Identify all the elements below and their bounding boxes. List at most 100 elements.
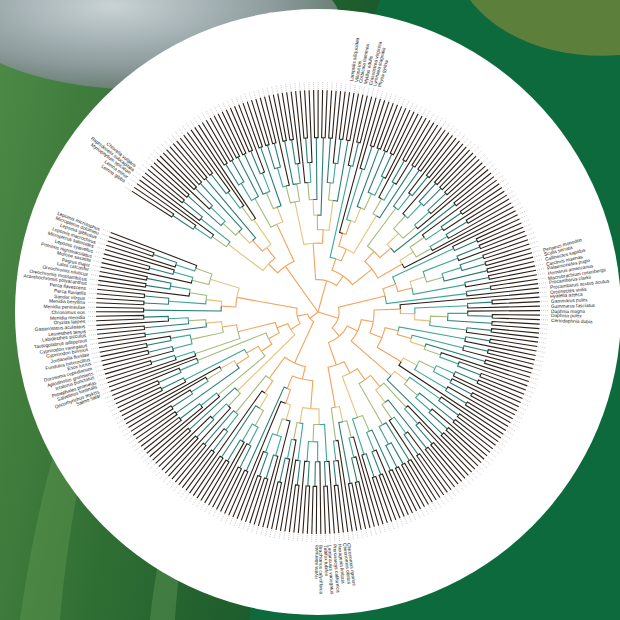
tree-branch [217, 467, 240, 509]
leader-dots [247, 524, 249, 532]
tree-branch [295, 184, 300, 202]
leader-dots [334, 534, 336, 542]
tree-branch [317, 215, 323, 230]
leader-dots [528, 386, 536, 389]
tree-branch [108, 241, 154, 256]
leader-dots [244, 93, 247, 101]
leader-dots [190, 120, 194, 127]
tree-branch [430, 321, 467, 330]
leader-dots [427, 110, 431, 117]
leader-dots [93, 361, 101, 363]
tree-branch [188, 320, 206, 324]
leader-dots [459, 485, 464, 491]
leader-dots [160, 143, 165, 149]
tree-branch [286, 403, 291, 420]
tree-branch [443, 271, 487, 282]
leader-dots [530, 382, 538, 385]
leader-dots [470, 143, 475, 149]
tree-branch [431, 207, 513, 251]
tree-branch [446, 389, 467, 404]
leader-dots [238, 521, 241, 529]
tree-branch [206, 322, 222, 327]
tree-branch [492, 323, 540, 328]
tree-branch [425, 277, 443, 282]
tree-branch [369, 430, 390, 470]
tree-branch [402, 211, 515, 268]
tree-branch [197, 333, 268, 361]
leader-dots [526, 228, 533, 231]
tree-branch [391, 371, 407, 381]
tree-branch [485, 248, 531, 263]
leader-dots [343, 534, 345, 542]
tree-branch [173, 339, 192, 348]
leader-dots [494, 449, 500, 454]
leader-dots [156, 471, 162, 477]
leader-dots [243, 523, 246, 531]
tree-branch [266, 455, 275, 478]
leader-dots [304, 81, 305, 89]
tree-branch [262, 173, 269, 193]
leader-dots [410, 102, 413, 109]
leader-dots [527, 390, 534, 393]
tree-branch [323, 90, 327, 138]
tree-branch [492, 316, 540, 319]
tree-branch [265, 97, 276, 144]
tree-branch [410, 339, 425, 347]
tree-branch [298, 423, 303, 460]
tree-branch [277, 224, 294, 266]
leader-dots [225, 516, 228, 523]
tree-branch [131, 406, 172, 432]
tree-branch [419, 183, 436, 203]
tree-branch [373, 199, 381, 216]
tree-branch [180, 360, 198, 370]
leader-dots [221, 514, 224, 521]
leader-dots [258, 89, 260, 97]
tree-branch [322, 90, 324, 138]
tree-branch [241, 476, 259, 521]
leader-dots [537, 356, 545, 358]
tree-branch [448, 313, 468, 317]
leader-dots [240, 95, 243, 103]
tree-branch [319, 424, 327, 461]
tree-branch [411, 177, 428, 196]
leader-dots [311, 535, 312, 543]
leader-dots [389, 93, 392, 101]
leader-dots [503, 182, 510, 186]
leader-dots [210, 108, 214, 115]
tree-branch [188, 196, 223, 226]
leader-dots [87, 320, 95, 321]
leader-dots [540, 333, 548, 335]
leader-dots [345, 83, 347, 91]
leader-dots [413, 514, 416, 521]
tree-branch [116, 382, 159, 403]
tree-branch [336, 249, 347, 261]
tree-branch [308, 182, 313, 199]
leader-dots [99, 238, 107, 241]
leader-dots [217, 512, 221, 519]
tree-branch [370, 100, 384, 146]
tree-branch [101, 267, 148, 278]
tree-branch [169, 300, 207, 304]
tree-branch [415, 314, 431, 321]
tree-branch [180, 404, 201, 419]
tree-branch [332, 318, 339, 336]
leader-dots [299, 82, 301, 90]
tree-branch [300, 408, 311, 423]
tree-branch [471, 394, 513, 418]
leader-dots [192, 499, 196, 506]
leader-dots [536, 264, 544, 266]
tree-branch [468, 306, 540, 308]
tree-branch [340, 326, 358, 336]
leader-dots [423, 108, 427, 115]
leader-dots [414, 104, 417, 111]
tree-branch [316, 90, 318, 138]
tree-branch [297, 460, 300, 485]
tree-branch [406, 432, 451, 490]
species-label: Menidia peninsulae [44, 304, 85, 310]
leader-dots [93, 261, 101, 263]
leader-dots [540, 337, 548, 339]
leader-dots [322, 81, 323, 89]
leader-dots [398, 96, 401, 103]
leader-dots [162, 477, 167, 483]
tree-branch [297, 164, 301, 184]
